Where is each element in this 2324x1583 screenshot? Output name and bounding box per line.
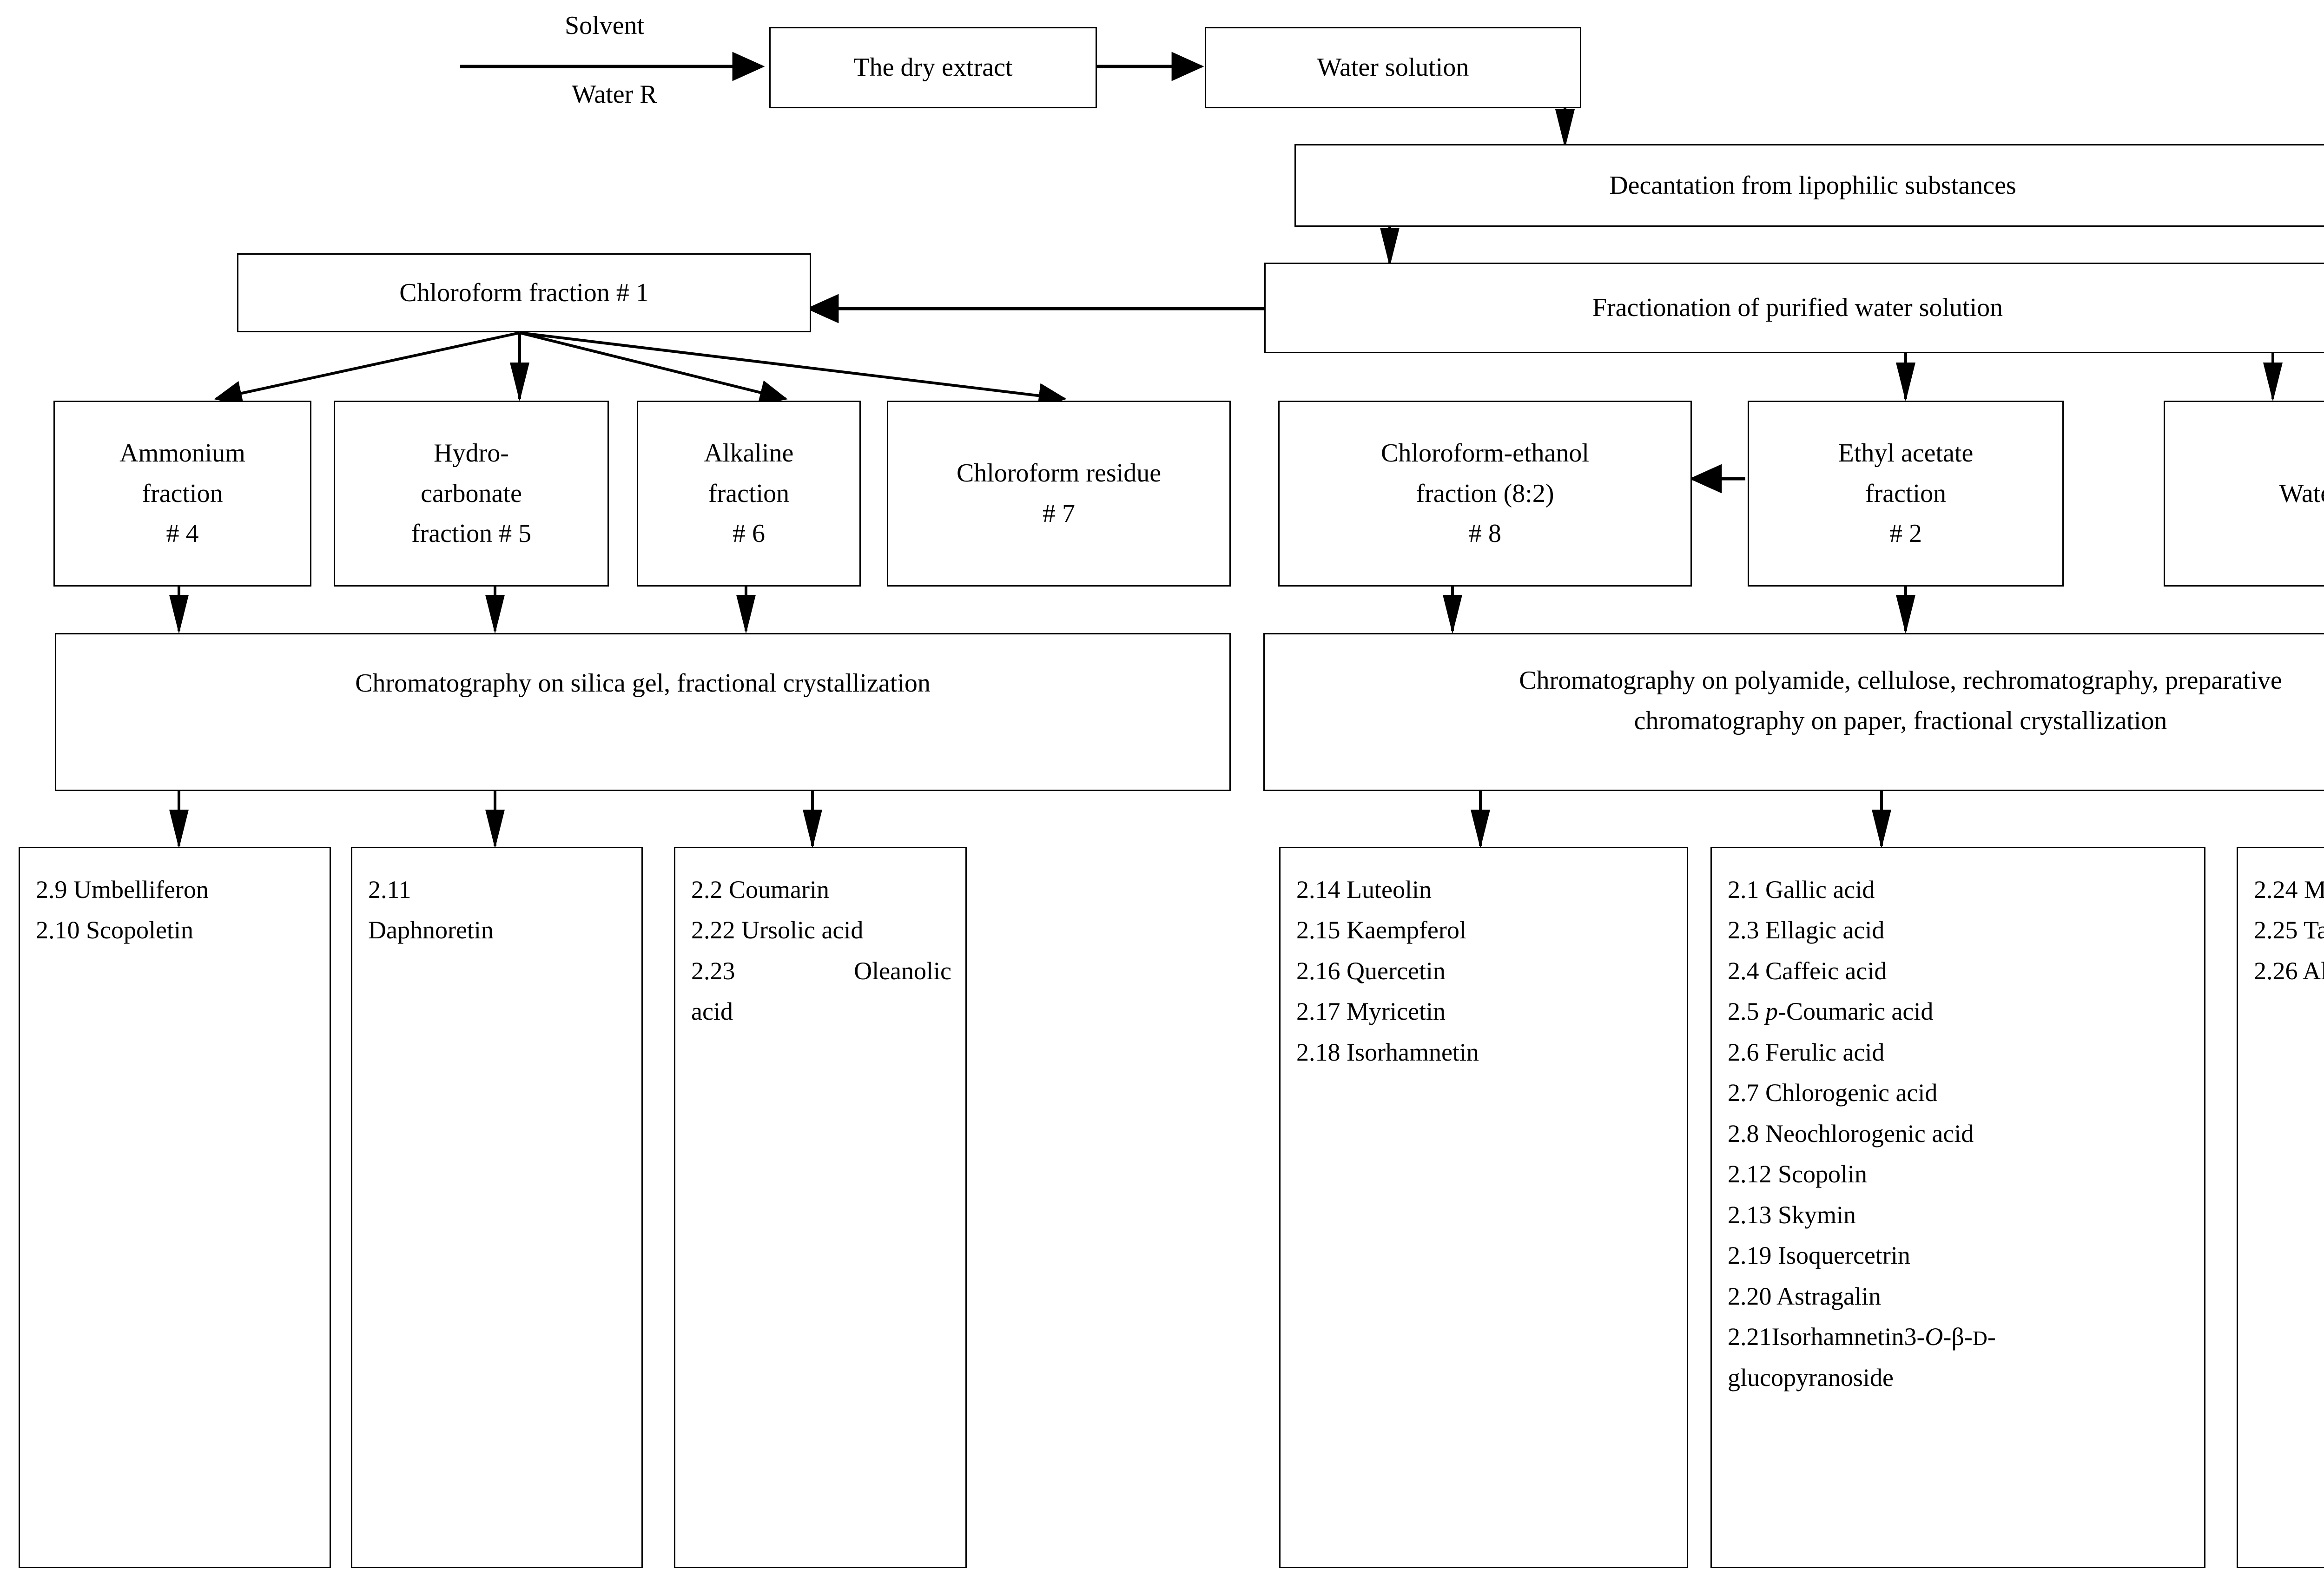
isorhamnetin-index: 2.21 [1728, 1323, 1772, 1351]
node-ammonium-fraction-line-3: # 4 [166, 519, 199, 548]
node-water-solution[interactable]: Water solution [1205, 27, 1581, 108]
list-item: 2.18 Isorhamnetin [1296, 1038, 1479, 1066]
solvent-label: Solvent [565, 11, 645, 40]
node-decantation-label: Decantation from lipophilic substances [1609, 171, 2016, 200]
list-item: 2.15 Kaempferol [1296, 916, 1466, 944]
node-chloroform-residue[interactable]: Chloroform residue # 7 [887, 401, 1231, 587]
node-fractionation-label: Fractionation of purified water solution [1592, 293, 2003, 323]
node-hydrocarbonate-fraction-line-3: fraction # 5 [411, 519, 532, 548]
result-box-organic-acids[interactable]: 2.24 Malic acid 2.25 Tartaric acid 2.26 … [2237, 847, 2324, 1568]
result-list-coumarins-a: 2.9 Umbelliferon 2.10 Scopoletin [36, 870, 316, 951]
list-item: 2.17 Myricetin [1296, 997, 1446, 1026]
arrow-cf1-to-chloroform-residue [519, 331, 1067, 409]
list-item: acid [691, 997, 733, 1026]
list-item: 2.23 Oleanolic [691, 956, 951, 985]
node-alkaline-fraction[interactable]: Alkaline fraction # 6 [637, 401, 861, 587]
node-chromatography-silica-label: Chromatography on silica gel, fractional… [355, 669, 931, 698]
node-chloroform-ethanol-fraction-line-2: fraction (8:2) [1416, 479, 1554, 508]
node-hydrocarbonate-fraction-line-2: carbonate [421, 479, 522, 508]
result-box-triterpenes[interactable]: 2.2 Coumarin 2.22 Ursolic acid 2.23 Olea… [674, 847, 967, 1568]
result-list-triterpenes: 2.2 Coumarin 2.22 Ursolic acid 2.23 Olea… [691, 870, 951, 1032]
node-water-solution-label: Water solution [1317, 53, 1469, 82]
list-item: 2.20 Astragalin [1728, 1282, 1881, 1310]
sugar-beta: -β- [1943, 1323, 1973, 1351]
result-box-coumarins-b[interactable]: 2.11 Daphnoretin [351, 847, 643, 1568]
node-ethyl-acetate-fraction-line-1: Ethyl acetate [1838, 438, 1974, 468]
list-item: 2.25 Tartaric acid [2254, 916, 2324, 944]
node-hydrocarbonate-fraction[interactable]: Hydro- carbonate fraction # 5 [334, 401, 609, 587]
node-alkaline-fraction-line-2: fraction [708, 479, 790, 508]
list-item: 2.9 Umbelliferon [36, 876, 209, 904]
list-item-pcoumaric: 2.5 p-Coumaric acid [1728, 991, 2190, 1032]
list-item: Daphnoretin [368, 916, 494, 944]
list-item-isorhamnetin-glucopyranoside: 2.21Isorhamnetin3-O-β-D- [1728, 1317, 2190, 1357]
node-ethyl-acetate-fraction[interactable]: Ethyl acetate fraction # 2 [1748, 401, 2064, 587]
list-item: 2.4 Caffeic acid [1728, 956, 1887, 985]
list-item: 2.6 Ferulic acid [1728, 1038, 1885, 1066]
node-dry-extract-label: The dry extract [853, 53, 1013, 82]
list-item: 2.7 Chlorogenic acid [1728, 1079, 1938, 1107]
node-dry-extract[interactable]: The dry extract [769, 27, 1097, 108]
list-item: 2.3 Ellagic acid [1728, 916, 1885, 944]
node-ethyl-acetate-fraction-line-3: # 2 [1889, 519, 1922, 548]
list-item: 2.14 Luteolin [1296, 876, 1432, 904]
result-list-phenolics: 2.1 Gallic acid 2.3 Ellagic acid 2.4 Caf… [1728, 870, 2190, 1398]
list-item: 2.24 Malic acid [2254, 876, 2324, 904]
sugar-o-italic: O [1925, 1323, 1943, 1351]
arrow-cf1-to-alkaline [519, 331, 788, 405]
node-chloroform-ethanol-fraction[interactable]: Chloroform-ethanol fraction (8:2) # 8 [1278, 401, 1692, 587]
list-item: 2.2 Coumarin [691, 876, 829, 904]
list-item: 2.16 Quercetin [1296, 956, 1446, 985]
node-water-residue-label: Water residue [2279, 479, 2324, 508]
node-chromatography-polyamide-line-2: chromatography on paper, fractional crys… [1634, 706, 2167, 735]
node-decantation[interactable]: Decantation from lipophilic substances [1294, 144, 2324, 227]
sugar-d-smallcap: D [1972, 1327, 1987, 1350]
list-item: glucopyranoside [1728, 1363, 1894, 1392]
node-chromatography-polyamide[interactable]: Chromatography on polyamide, cellulose, … [1263, 633, 2324, 791]
node-alkaline-fraction-line-3: # 6 [733, 519, 765, 548]
result-box-flavonoids[interactable]: 2.14 Luteolin 2.15 Kaempferol 2.16 Querc… [1279, 847, 1688, 1568]
node-ammonium-fraction-line-1: Ammonium [119, 438, 245, 468]
list-item: 2.8 Neochlorogenic acid [1728, 1119, 1974, 1148]
node-water-residue[interactable]: Water residue [2164, 401, 2324, 587]
node-alkaline-fraction-line-1: Alkaline [704, 438, 794, 468]
list-item: 2.13 Skymin [1728, 1200, 1856, 1229]
result-list-coumarins-b: 2.11 Daphnoretin [368, 870, 627, 951]
arrow-cf1-to-ammonium [214, 331, 520, 406]
node-hydrocarbonate-fraction-line-1: Hydro- [434, 438, 509, 468]
result-box-coumarins-a[interactable]: 2.9 Umbelliferon 2.10 Scopoletin [19, 847, 331, 1568]
node-fractionation[interactable]: Fractionation of purified water solution [1264, 263, 2324, 353]
result-list-flavonoids: 2.14 Luteolin 2.15 Kaempferol 2.16 Querc… [1296, 870, 1673, 1073]
node-chloroform-fraction-1-label: Chloroform fraction # 1 [399, 278, 649, 307]
node-chloroform-residue-line-1: Chloroform residue [956, 459, 1162, 488]
pcoumaric-name: -Coumaric acid [1778, 997, 1934, 1026]
isorhamnetin-sugar: 3-O-β-D- [1904, 1323, 1995, 1351]
list-item: 2.19 Isoquercetrin [1728, 1241, 1910, 1270]
node-ammonium-fraction-line-2: fraction [142, 479, 223, 508]
pcoumaric-index: 2.5 [1728, 997, 1765, 1026]
list-item: 2.1 Gallic acid [1728, 876, 1875, 904]
node-chloroform-ethanol-fraction-line-1: Chloroform-ethanol [1381, 438, 1589, 468]
node-ethyl-acetate-fraction-line-2: fraction [1865, 479, 1947, 508]
result-list-organic-acids: 2.24 Malic acid 2.25 Tartaric acid 2.26 … [2254, 870, 2324, 991]
node-chloroform-residue-line-2: # 7 [1043, 499, 1075, 528]
water-r-label: Water R [572, 80, 657, 109]
list-item: 2.10 Scopoletin [36, 916, 193, 944]
node-chromatography-polyamide-line-1: Chromatography on polyamide, cellulose, … [1519, 666, 2282, 695]
list-item: 2.11 [368, 876, 411, 904]
sugar-hyphen: - [1987, 1323, 1996, 1351]
list-item: 2.22 Ursolic acid [691, 916, 864, 944]
list-item: 2.26 Allantoin [2254, 956, 2324, 985]
node-chloroform-fraction-1[interactable]: Chloroform fraction # 1 [237, 253, 811, 332]
node-chloroform-ethanol-fraction-line-3: # 8 [1469, 519, 1501, 548]
node-chromatography-silica[interactable]: Chromatography on silica gel, fractional… [55, 633, 1231, 791]
result-box-phenolics[interactable]: 2.1 Gallic acid 2.3 Ellagic acid 2.4 Caf… [1710, 847, 2205, 1568]
pcoumaric-italic-p: p [1765, 997, 1778, 1026]
node-ammonium-fraction[interactable]: Ammonium fraction # 4 [53, 401, 311, 587]
list-item: 2.12 Scopolin [1728, 1160, 1868, 1188]
sugar-prefix: 3- [1904, 1323, 1925, 1351]
isorhamnetin-name: Isorhamnetin [1771, 1323, 1904, 1351]
